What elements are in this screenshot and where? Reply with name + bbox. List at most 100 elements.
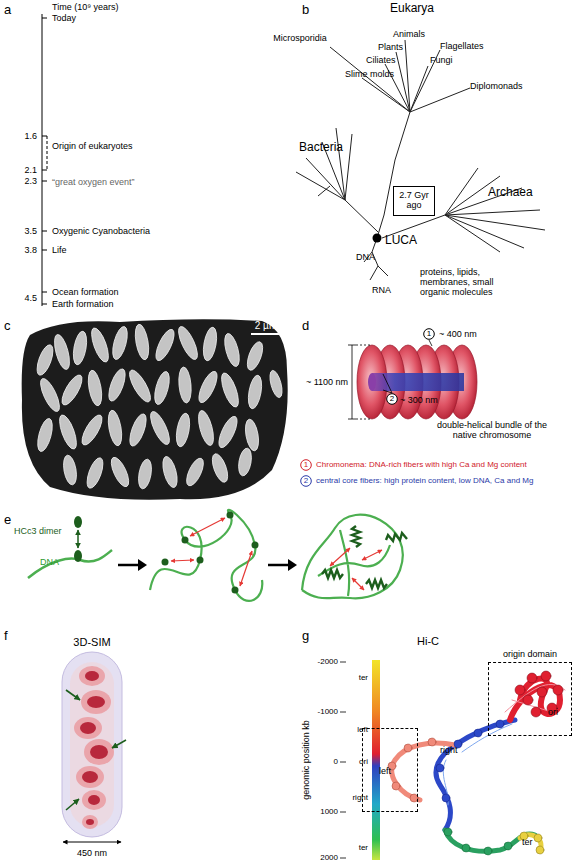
text-label: ter (359, 844, 368, 853)
timeline-axis (47, 136, 48, 170)
text-label: Bacteria (299, 141, 343, 154)
hic-chromosome-model (523, 695, 533, 705)
hcc3-dna-model (322, 570, 343, 578)
hcc3-dna-model (171, 518, 252, 586)
micrograph (71, 330, 89, 366)
text-label: 450 nm (77, 848, 107, 858)
hic-chromosome-model (410, 794, 418, 802)
hic-chromosome-model (462, 844, 470, 852)
hic-chromosome-model (527, 673, 537, 683)
hcc3-dna-model (190, 518, 225, 536)
hcc3-dna-model (240, 551, 252, 586)
micrograph (126, 367, 154, 404)
hic-chromosome-model (404, 744, 412, 752)
sim-cell (85, 671, 99, 681)
panel-letter: a (4, 3, 11, 18)
micrograph (152, 327, 177, 363)
micrograph (215, 414, 240, 450)
micrograph (52, 333, 73, 371)
micrograph (268, 369, 285, 399)
micrograph (195, 369, 220, 405)
timeline-axis (42, 14, 43, 306)
micrograph (34, 323, 285, 490)
micrograph (84, 456, 106, 490)
phylogenetic-tree (382, 168, 545, 252)
node-text: 1 (304, 461, 308, 470)
text-label: Ciliates (366, 55, 396, 65)
text-label: 3.5 (24, 226, 37, 236)
hic-chromosome-model (496, 720, 504, 728)
hcc3-dna-model (182, 537, 189, 544)
timeline-axis (42, 18, 47, 304)
text-label: right (352, 794, 368, 803)
chromosome-cylinder (368, 373, 376, 391)
micrograph (177, 367, 192, 404)
text-label: ter (522, 837, 533, 847)
hic-colorbar (340, 662, 346, 858)
text-label: HCc3 dimer (14, 526, 62, 536)
hic-chromosome-model (553, 685, 563, 695)
hcc3-dna-model (171, 560, 194, 561)
micrograph (201, 326, 219, 362)
sim-cell (84, 739, 114, 765)
hcc3-dna-model (28, 510, 407, 601)
text-label: Eukarya (390, 2, 434, 15)
text-label: Microsporidia (273, 33, 327, 43)
text-label: genomic position kb (301, 720, 311, 800)
micrograph (56, 413, 80, 451)
circle-outline (387, 394, 398, 405)
hic-chromosome-model (388, 671, 565, 855)
micrograph (243, 418, 260, 452)
hic-chromosome-model (388, 738, 436, 802)
sim-cell (82, 815, 98, 829)
micrograph (106, 409, 124, 447)
hcc3-dna-model (252, 542, 259, 549)
text-label: Life (52, 245, 67, 255)
hcc3-dna-model (162, 512, 259, 594)
micrograph (86, 369, 104, 407)
hic-chromosome-model (537, 687, 547, 697)
hcc3-dna-model (330, 548, 382, 590)
text-label: ~ 1100 nm (306, 377, 348, 387)
hic-chromosome-model (534, 834, 542, 842)
circled-number: 2 (300, 475, 312, 487)
text-label: Slime molds (345, 69, 394, 79)
hcc3-dna-model (322, 526, 407, 588)
hic-chromosome-model (536, 846, 544, 854)
text-label: ori (359, 758, 368, 767)
text-label: DNA (40, 557, 59, 567)
text-label: LUCA (385, 234, 417, 247)
hcc3-dna-model (28, 550, 112, 578)
sim-cell (90, 745, 108, 759)
text-label: 2000 (320, 854, 338, 863)
timeline-axis (42, 14, 47, 306)
hic-colorbar (340, 660, 380, 860)
micrograph (108, 455, 132, 489)
micrograph (152, 370, 172, 406)
micrograph (237, 447, 254, 477)
micrograph (37, 376, 63, 414)
hcc3-dna-model (268, 564, 289, 567)
text-label: Flagellates (440, 41, 484, 51)
circled-number: 1 (423, 328, 435, 340)
text-label: “great oxygen event” (52, 177, 135, 187)
node-text: left (379, 767, 391, 777)
micrograph (160, 455, 180, 489)
text-label: DNA (356, 252, 375, 262)
hic-chromosome-model (504, 842, 512, 850)
text-label: 2 µm (255, 320, 277, 331)
node-text: 2.7 Gyr ago (394, 191, 434, 211)
text-label: 1.6 (24, 131, 37, 141)
hic-colorbar (372, 660, 380, 860)
sim-cell (76, 766, 104, 788)
sim-cell (81, 690, 111, 714)
text-label: Fungi (430, 55, 453, 65)
dimension-lines (429, 340, 432, 346)
dimension-lines (352, 345, 353, 419)
micrograph (147, 409, 173, 447)
text-label: Archaea (488, 186, 533, 199)
micrograph (222, 332, 242, 368)
sim-cell (66, 799, 79, 810)
node-text: 1 (427, 330, 431, 339)
scale-bar (251, 333, 281, 335)
